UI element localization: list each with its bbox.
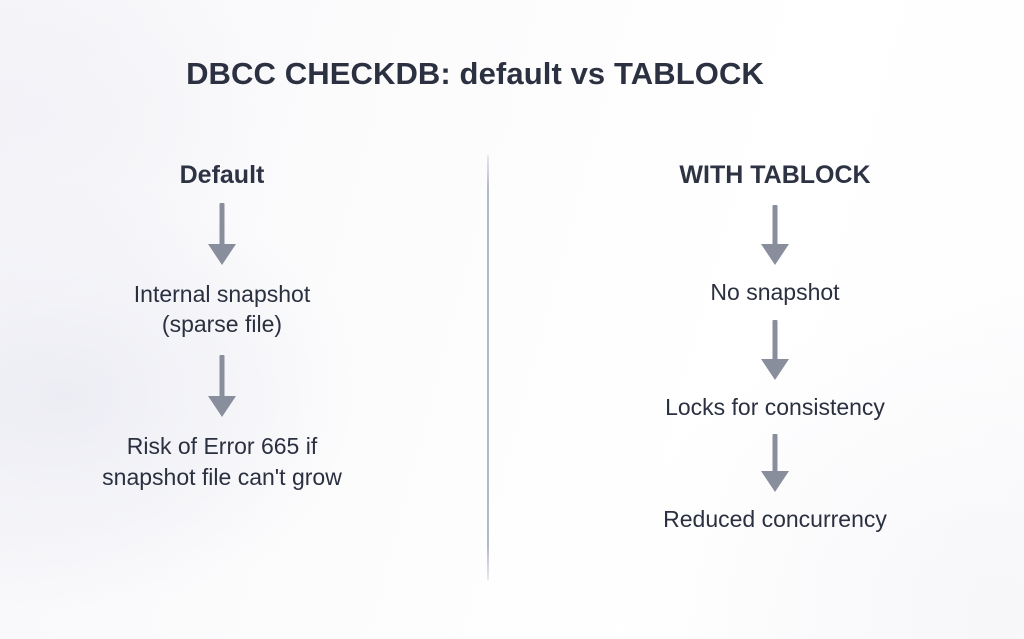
arrow-head xyxy=(761,471,789,493)
node-line-2: (sparse file) xyxy=(161,310,283,337)
node-line-2: snapshot file can't grow xyxy=(102,463,342,490)
arrow-down-icon xyxy=(207,355,237,418)
node-reduced-concurrency: Reduced concurrency xyxy=(663,504,887,534)
arrow-shaft xyxy=(219,202,225,247)
column-with-tablock: WITH TABLOCK No snapshot Locks for consi… xyxy=(600,160,950,535)
column-heading-default: Default xyxy=(179,161,265,189)
node-risk-error-665: Risk of Error 665 if snapshot file can't… xyxy=(102,431,342,492)
node-line-1: Internal snapshot xyxy=(133,280,311,307)
arrow-head xyxy=(208,396,236,418)
column-default: Default Internal snapshot (sparse file) … xyxy=(47,160,397,492)
node-no-snapshot: No snapshot xyxy=(710,277,839,307)
vertical-divider-icon xyxy=(487,155,489,580)
arrow-head xyxy=(761,358,789,380)
node-line-1: Reduced concurrency xyxy=(663,506,887,533)
arrow-down-icon xyxy=(760,434,790,493)
arrow-shaft xyxy=(772,204,778,247)
node-line-1: Locks for consistency xyxy=(665,393,885,420)
arrow-shaft xyxy=(219,355,225,400)
column-heading-with-tablock: WITH TABLOCK xyxy=(679,161,871,189)
node-line-1: No snapshot xyxy=(710,278,840,305)
arrow-down-icon xyxy=(760,204,790,265)
arrow-down-icon xyxy=(207,202,237,265)
arrow-shaft xyxy=(772,434,778,475)
arrow-head xyxy=(761,243,789,265)
arrow-shaft xyxy=(772,319,778,362)
node-locks-for-consistency: Locks for consistency xyxy=(665,392,885,422)
page-title: DBCC CHECKDB: default vs TABLOCK xyxy=(186,56,764,91)
node-line-1: Risk of Error 665 if xyxy=(126,433,318,460)
arrow-down-icon xyxy=(760,319,790,380)
arrow-head xyxy=(208,243,236,265)
node-internal-snapshot: Internal snapshot (sparse file) xyxy=(134,279,310,340)
